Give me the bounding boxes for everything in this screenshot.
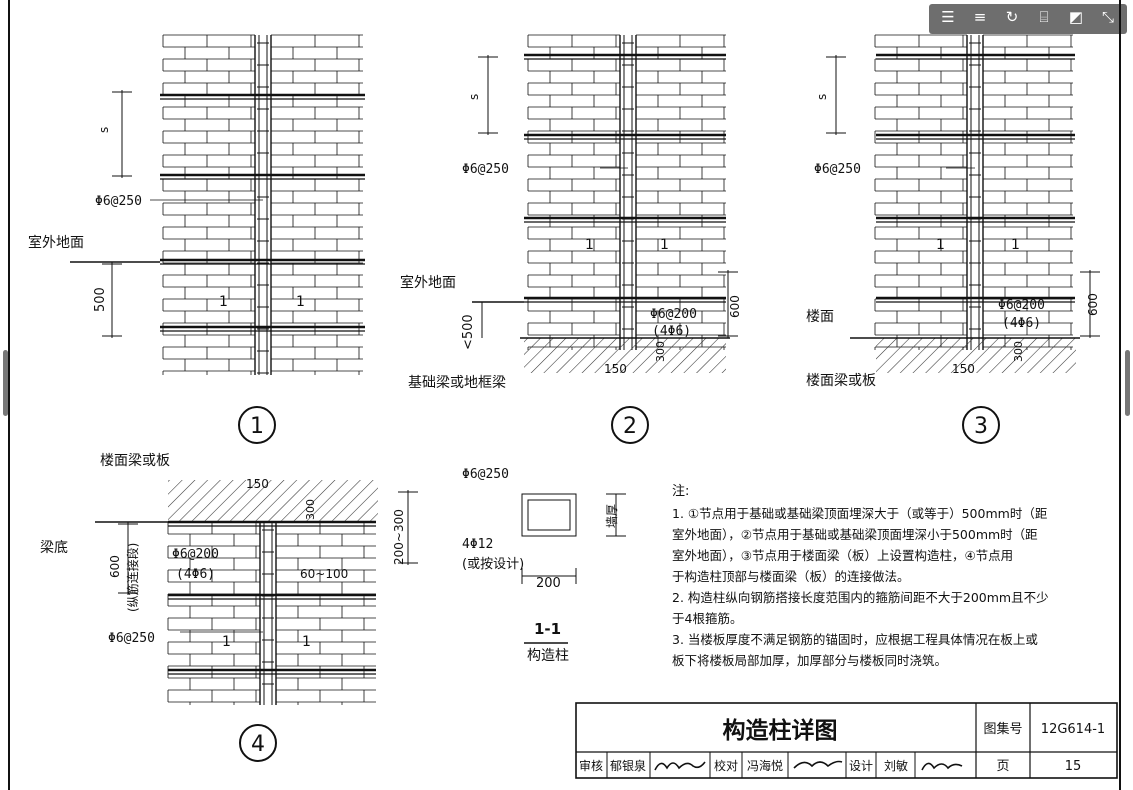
detail-number: 4 xyxy=(251,732,265,757)
detail-number: 2 xyxy=(623,414,637,439)
beam-bottom-label: 梁底 xyxy=(40,540,68,556)
atlas-label: 图集号 xyxy=(983,721,1022,737)
detail-number-circle xyxy=(238,406,276,444)
title-block: 构造柱详图 图集号 12G614-1 页 15 审核 郁银泉 校对 冯海悦 设计… xyxy=(575,702,1118,779)
designer-signature xyxy=(921,762,963,771)
fit-page-icon[interactable]: ◩ xyxy=(1068,8,1084,26)
note-line: 于构造柱顶部与楼面梁（板）的连接做法。 xyxy=(672,569,910,584)
detail-number-circle xyxy=(239,724,277,762)
range-label: 200~300 xyxy=(392,509,406,565)
bars-note-label: (或按设计) xyxy=(462,557,524,572)
notes: 注: 1. ①节点用于基础或基础梁顶面埋深大于（或等于）500mm时（距 室外地… xyxy=(672,484,1049,668)
stirrup-label: Φ6@250 xyxy=(95,194,142,209)
review-label: 审核 xyxy=(579,758,603,773)
design-label: 设计 xyxy=(849,759,873,773)
width-label: 200 xyxy=(536,576,561,591)
depth-label: 500 xyxy=(93,287,108,312)
spacing-label: s xyxy=(815,94,829,100)
note-line: 于4根箍筋。 xyxy=(672,611,742,626)
detail-3: s Φ6@250 楼面 1 1 Φ6@200 (4Φ6) 600 300 150… xyxy=(806,94,1100,444)
beam-label: 楼面梁或板 xyxy=(806,373,876,389)
stirrup-label: Φ6@250 xyxy=(462,162,509,177)
reviewer-signature xyxy=(654,761,706,771)
reviewer-name: 郁银泉 xyxy=(610,758,646,773)
page-number: 15 xyxy=(1065,759,1082,774)
stirrup-label: Φ6@250 xyxy=(462,467,509,482)
note-line: 1. ①节点用于基础或基础梁顶面埋深大于（或等于）500mm时（距 xyxy=(672,506,1047,521)
text-select-icon[interactable]: ⌸ xyxy=(1039,8,1049,26)
section-1-1: Φ6@250 4Φ12 (或按设计) 200 墙厚 1-1 构造柱 xyxy=(462,467,619,664)
floor-label: 楼面 xyxy=(806,309,834,325)
bars-label: 4Φ12 xyxy=(462,537,493,552)
beam-label: 基础梁或地框梁 xyxy=(408,374,506,391)
checker-signature xyxy=(793,760,843,769)
section-mark: 1 xyxy=(296,294,305,310)
section-title: 1-1 xyxy=(534,620,561,638)
detail-4: 楼面梁或板 150 300 200~300 梁底 600 (纵筋连接段) Φ6@… xyxy=(40,453,406,762)
expand-icon[interactable]: ⤡ xyxy=(1101,8,1114,26)
depth-label: <500 xyxy=(461,314,476,350)
bars2-label: (4Φ6) xyxy=(652,324,691,339)
section-mark: 1 xyxy=(585,237,594,253)
checker-name: 冯海悦 xyxy=(747,758,783,773)
detail-number-circle xyxy=(611,406,649,444)
section-mark: 1 xyxy=(219,294,228,310)
section-mark: 1 xyxy=(222,634,231,650)
viewer-toolbar: ☰ ≡ ↻ ⌸ ◩ ⤡ xyxy=(929,4,1127,34)
detail-number: 3 xyxy=(974,414,988,439)
note-line: 板下将楼板局部加厚，加厚部分与楼板同时浇筑。 xyxy=(672,653,947,668)
width150-label: 150 xyxy=(952,362,975,376)
depth300-label: 300 xyxy=(654,341,667,362)
left-scroll-handle[interactable] xyxy=(3,350,8,416)
stirrup-label: Φ6@250 xyxy=(814,162,861,177)
section-mark: 1 xyxy=(1011,237,1020,253)
designer-name: 刘敏 xyxy=(884,758,908,773)
page-label: 页 xyxy=(996,759,1009,774)
list-icon[interactable]: ≡ xyxy=(973,8,987,26)
right-scroll-handle[interactable] xyxy=(1125,350,1130,416)
detail-1: s Φ6@250 室外地面 500 1 1 1 xyxy=(28,127,305,444)
wall-thickness-label: 墙厚 xyxy=(605,504,619,528)
menu-lines-icon[interactable]: ☰ xyxy=(941,8,955,26)
lap-label: (纵筋连接段) xyxy=(125,543,140,612)
width150-label: 150 xyxy=(246,477,269,491)
note-line: 2. 构造柱纵向钢筋搭接长度范围内的箍筋间距不大于200mm且不少 xyxy=(672,590,1049,605)
note-line: 室外地面），③节点用于楼面梁（板）上设置构造柱，④节点用 xyxy=(672,548,1013,563)
note-line: 3. 当楼板厚度不满足钢筋的锚固时，应根据工程具体情况在板上或 xyxy=(672,632,1038,647)
stirrup-label: Φ6@250 xyxy=(108,631,155,646)
section-mark: 1 xyxy=(936,237,945,253)
detail-number: 1 xyxy=(250,414,264,439)
section-mark: 1 xyxy=(302,634,311,650)
atlas-number: 12G614-1 xyxy=(1041,722,1105,737)
stirrup2-label: Φ6@200 xyxy=(650,307,697,322)
section-mark: 1 xyxy=(660,237,669,253)
height-label: 600 xyxy=(728,295,742,318)
height-label: 600 xyxy=(1086,293,1100,316)
ground-label: 室外地面 xyxy=(400,274,456,291)
range2-label: 60~100 xyxy=(300,567,348,581)
bars2-label: (4Φ6) xyxy=(1002,316,1041,331)
detail-number-circle xyxy=(962,406,1000,444)
bars2-label: (4Φ6) xyxy=(176,567,215,582)
spacing-label: s xyxy=(97,127,111,133)
stirrup2-label: Φ6@200 xyxy=(172,547,219,562)
height-label: 600 xyxy=(108,555,122,578)
depth300-label: 300 xyxy=(1012,341,1025,362)
stirrup2-label: Φ6@200 xyxy=(998,298,1045,313)
section-subtitle: 构造柱 xyxy=(527,648,569,664)
check-label: 校对 xyxy=(714,758,738,773)
detail-2: s Φ6@250 室外地面 <500 1 1 Φ6@200 (4Φ6) 600 … xyxy=(400,94,742,444)
ground-label: 室外地面 xyxy=(28,234,84,251)
width150-label: 150 xyxy=(604,362,627,376)
beam-label: 楼面梁或板 xyxy=(100,453,170,469)
notes-heading: 注: xyxy=(672,484,689,499)
drawing-title: 构造柱详图 xyxy=(723,717,838,744)
note-line: 室外地面），②节点用于基础或基础梁顶面埋深小于500mm时（距 xyxy=(672,527,1038,542)
depth300-label: 300 xyxy=(304,499,317,520)
rotate-icon[interactable]: ↻ xyxy=(1005,8,1019,26)
spacing-label: s xyxy=(467,94,481,100)
